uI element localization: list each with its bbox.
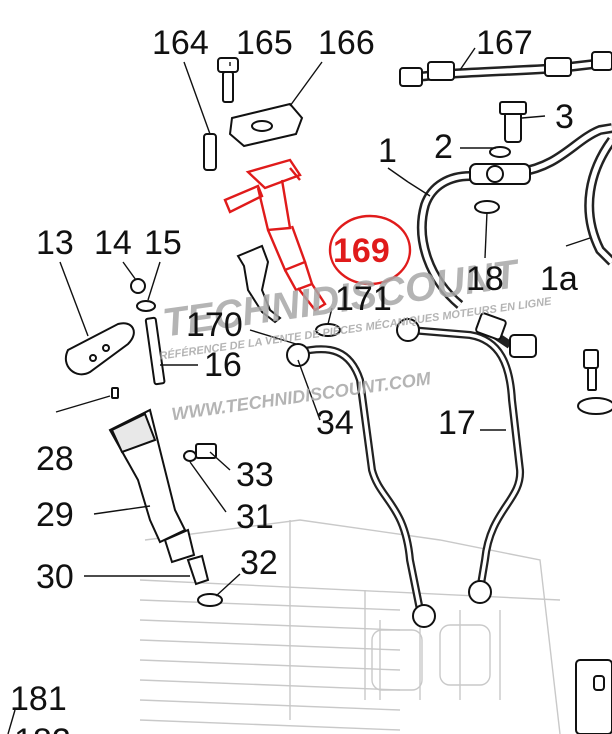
label-167: 167 <box>476 24 533 62</box>
label-2: 2 <box>434 128 453 166</box>
banjo-fitting <box>469 101 531 214</box>
label-3: 3 <box>555 98 574 136</box>
label-13: 13 <box>36 224 74 262</box>
label-1a: 1a <box>540 260 578 298</box>
highlight-circle <box>328 214 412 286</box>
label-166: 166 <box>318 24 375 62</box>
label-181: 181 <box>10 680 67 718</box>
injector-clamp <box>203 57 304 171</box>
label-14: 14 <box>94 224 132 262</box>
label-1: 1 <box>378 132 397 170</box>
label-29: 29 <box>36 496 74 534</box>
label-32: 32 <box>240 544 278 582</box>
label-17: 17 <box>438 404 476 442</box>
leader-lines <box>7 47 591 734</box>
label-169: 169 <box>333 232 390 270</box>
label-16: 16 <box>204 346 242 384</box>
injector-pipes <box>286 312 537 628</box>
injector-29 <box>108 387 223 607</box>
injector-169-highlighted <box>223 158 412 312</box>
label-34: 34 <box>316 404 354 442</box>
label-171: 171 <box>335 280 392 318</box>
label-33: 33 <box>236 456 274 494</box>
label-18: 18 <box>466 260 504 298</box>
engine-block <box>139 519 561 734</box>
flange-plate <box>65 278 166 386</box>
label-170: 170 <box>186 306 243 344</box>
return-hoses <box>335 51 612 309</box>
label-30: 30 <box>36 558 74 596</box>
nozzle-170 <box>236 244 341 337</box>
label-28: 28 <box>36 440 74 478</box>
label-31: 31 <box>236 498 274 536</box>
label-165: 165 <box>236 24 293 62</box>
label-182: 182 <box>14 722 71 734</box>
label-15: 15 <box>144 224 182 262</box>
part-labels: 164 165 166 167 3 2 1 169 13 14 15 18 1a… <box>10 24 578 734</box>
label-164: 164 <box>152 24 209 62</box>
right-edge-parts <box>575 349 612 734</box>
